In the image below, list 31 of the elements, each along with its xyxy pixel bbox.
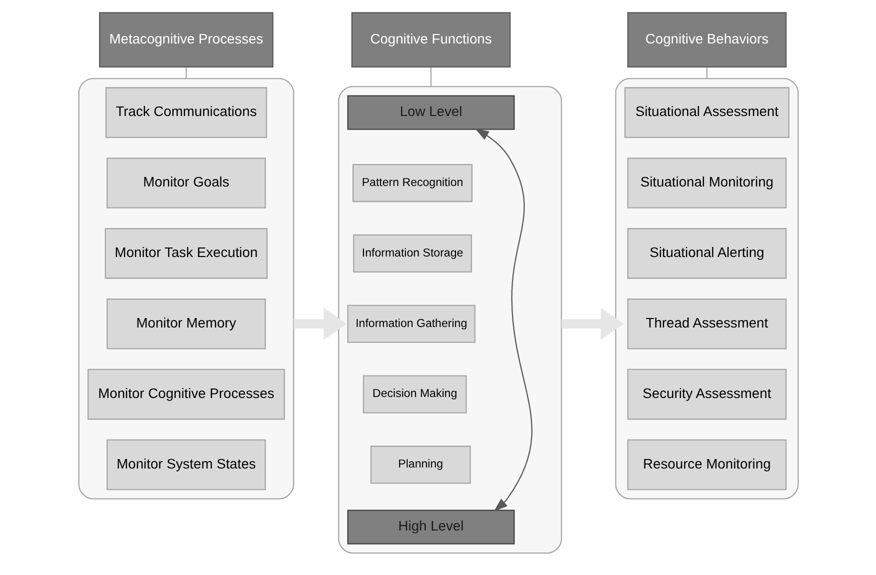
node-box: Cognitive Behaviors (626, 12, 786, 68)
node-box: Resource Monitoring (626, 439, 786, 490)
node-box: Monitor Cognitive Processes (87, 368, 284, 420)
node-box: Cognitive Functions (350, 12, 510, 68)
connector (185, 67, 186, 79)
node-box: Monitor System States (106, 439, 266, 490)
node-box: Situational Alerting (626, 228, 786, 279)
node-box: High Level (346, 510, 514, 544)
node-box: Monitor Task Execution (104, 228, 268, 279)
node-box: Monitor Goals (106, 158, 266, 208)
node-box: Monitor Memory (106, 298, 266, 350)
arrow (474, 128, 532, 512)
node-box: Track Communications (104, 87, 267, 138)
node-box: Decision Making (362, 375, 466, 414)
node-box: Metacognitive Processes (98, 12, 273, 68)
arrow (293, 308, 346, 340)
node-box: Planning (370, 446, 470, 484)
arrow (560, 308, 624, 340)
cluster (338, 86, 562, 554)
node-box: Information Storage (352, 234, 472, 272)
node-box: Information Gathering (346, 304, 475, 343)
connector (706, 67, 708, 79)
node-box: Thread Assessment (626, 298, 786, 350)
node-box: Situational Monitoring (626, 158, 786, 208)
node-box: Situational Assessment (624, 87, 789, 138)
node-box: Pattern Recognition (352, 164, 472, 202)
cluster (78, 78, 294, 500)
node-box: Security Assessment (626, 368, 786, 420)
connector (430, 67, 432, 87)
cluster (614, 78, 798, 500)
node-box: Low Level (346, 95, 514, 130)
